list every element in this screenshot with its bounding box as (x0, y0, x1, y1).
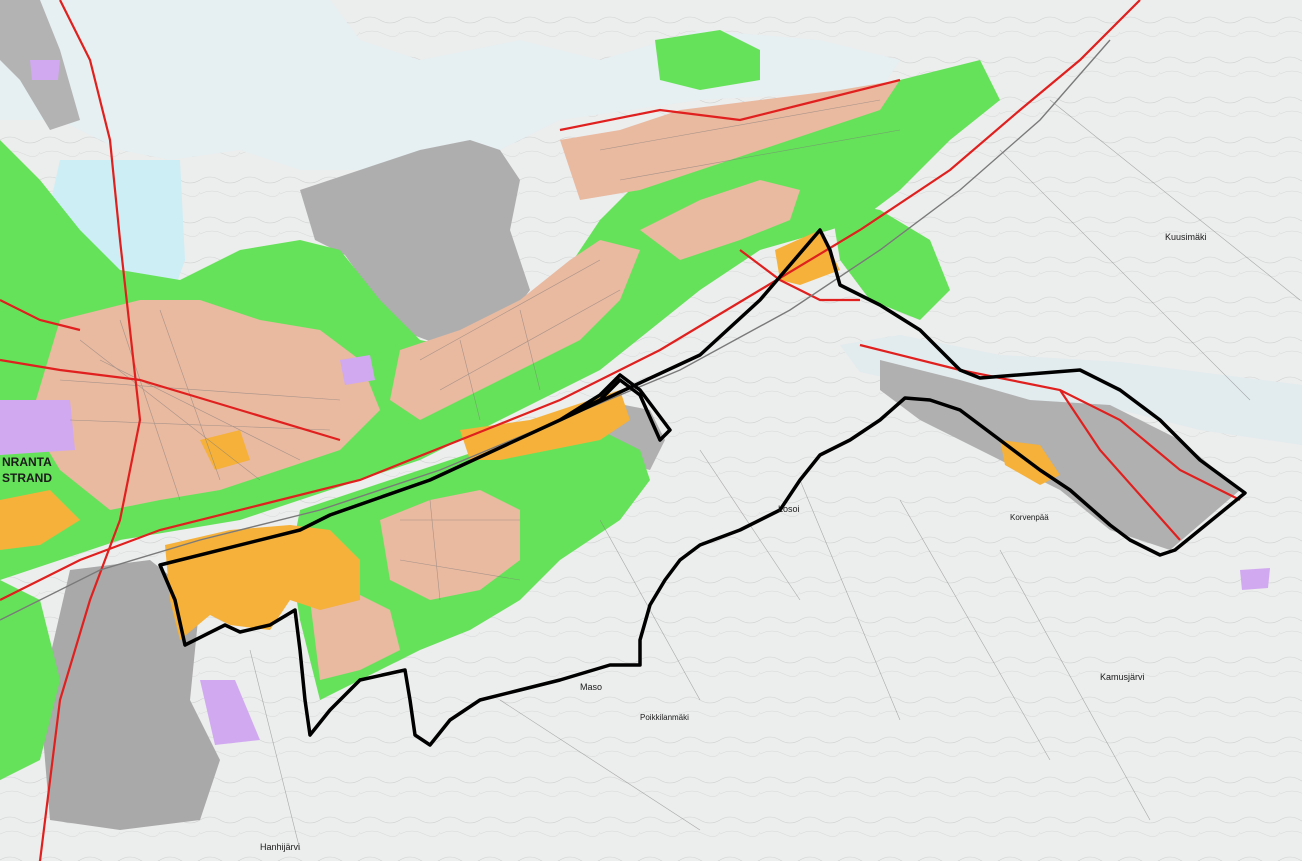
street-grid (59, 99, 1301, 851)
plan-area-boundary (158, 228, 1247, 747)
public-building-west (0, 400, 75, 455)
orange-zone-southwest (165, 525, 360, 640)
green-strip-west (0, 580, 60, 780)
orange-zone-west (0, 490, 80, 550)
industrial-area-south (40, 560, 220, 830)
city-label-line1: NRANTA (2, 455, 52, 469)
main-roads (0, 0, 1241, 861)
place-label-korvenpaa: Korvenpää (1010, 513, 1049, 522)
residential-south-1 (380, 490, 520, 600)
public-building-south (200, 680, 260, 745)
public-building-north (30, 60, 60, 80)
airport-area (300, 140, 530, 345)
public-building-east (1240, 568, 1270, 590)
railway (0, 39, 1111, 621)
place-label-kuusimaki: Kuusimäki (1165, 232, 1207, 242)
river-channel (840, 335, 1302, 445)
public-building-mid (340, 355, 375, 385)
city-label-line2: STRAND (2, 471, 52, 485)
residential-centre (30, 300, 380, 510)
place-label-hanhijarvi: Hanhijärvi (260, 842, 300, 852)
orange-patch-centre (200, 430, 250, 470)
green-patch-kar (655, 30, 760, 90)
residential-ne (640, 180, 800, 260)
residential-north (560, 80, 900, 200)
residential-south-2 (310, 590, 400, 680)
place-label-losoi: Losoi (778, 504, 800, 514)
industrial-area-east (880, 360, 1240, 550)
residential-mid (390, 240, 640, 420)
place-label-poikkilanmaki: Poikkilanmäki (640, 713, 689, 722)
place-label-kamusjarvi: Kamusjärvi (1100, 672, 1145, 682)
place-label-maso: Maso (580, 682, 602, 692)
